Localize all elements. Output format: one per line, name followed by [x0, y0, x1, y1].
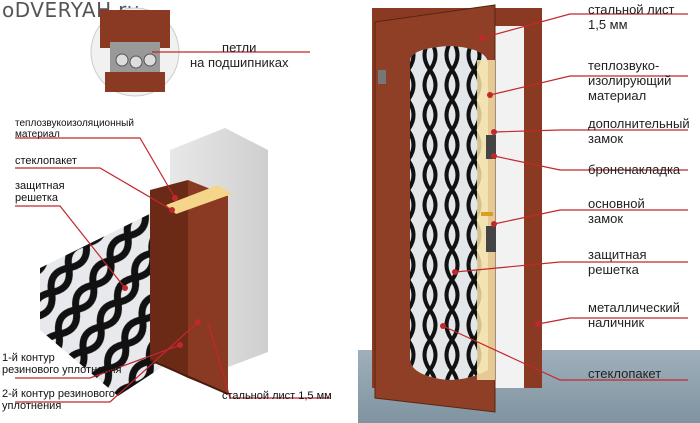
label-hinges: петли на подшипниках	[190, 40, 289, 70]
door-front	[358, 4, 700, 423]
label-insulation-left: теплозвукоизоляционный материал	[15, 118, 134, 140]
label-main-lock: основной замок	[588, 196, 645, 226]
label-steel-left: стальной лист 1,5 мм	[222, 390, 332, 402]
label-extra-lock: дополнительный замок	[588, 116, 690, 146]
label-seal-2: 2-й контур резинового уплотнения	[2, 388, 115, 412]
label-glass-left: стеклопакет	[15, 155, 77, 167]
label-glass-right: стеклопакет	[588, 366, 662, 381]
cutaway-section	[40, 128, 268, 396]
label-seal-1: 1-й контур резинового уплотнения	[2, 352, 122, 376]
label-steel-right: стальной лист 1,5 мм	[588, 2, 675, 32]
label-insulation-right: теплозвуко- изолирующий материал	[588, 58, 672, 103]
label-grille-left: защитная решетка	[15, 180, 65, 204]
leader-lines	[15, 13, 688, 403]
label-trim: металлический наличник	[588, 300, 680, 330]
label-grille-right: защитная решетка	[588, 247, 647, 277]
hinge-detail	[90, 7, 180, 97]
leader-dots	[122, 35, 541, 348]
label-armor-plate: броненакладка	[588, 162, 681, 177]
